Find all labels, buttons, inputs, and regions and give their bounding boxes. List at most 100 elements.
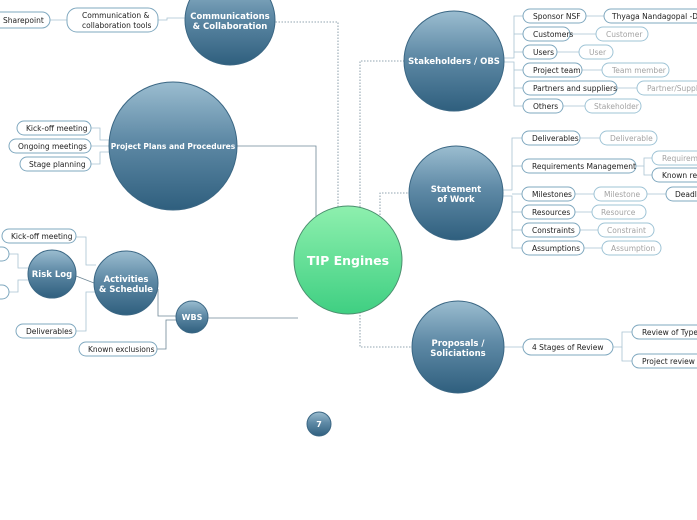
branch-communications-line2: & Collaboration (193, 22, 268, 32)
leaf-constraints-label: Constraints (532, 226, 575, 235)
leaf-project-review[interactable]: Project review (631, 353, 697, 369)
leaf-customer-placeholder[interactable]: Customer (595, 26, 649, 42)
leaf-partner-placeholder[interactable]: Partner/Supplie (636, 80, 697, 96)
leaf-team-member-placeholder-label: Team member (611, 66, 667, 75)
page-number-badge[interactable]: 7 (306, 411, 332, 437)
leaf-assumption-placeholder-label: Assumption (611, 244, 655, 253)
leaf-deadline-label: Deadli (675, 190, 697, 199)
leaf-known-exclusions-label: Known exclusions (88, 345, 155, 354)
leaf-four-stages-review-label: 4 Stages of Review (532, 343, 604, 352)
leaf-stakeholder-placeholder[interactable]: Stakeholder (584, 98, 642, 114)
leaf-activities-deliverables-label: Deliverables (26, 327, 73, 336)
leaf-pp-stage-label: Stage planning (29, 160, 86, 169)
branch-wbs[interactable]: WBS (175, 300, 209, 334)
leaf-risk-item-2[interactable] (0, 284, 10, 300)
leaf-activities-deliverables[interactable]: Deliverables (15, 323, 77, 339)
leaf-others[interactable]: Others (522, 98, 564, 114)
branch-activities-schedule[interactable]: Activities & Schedule (93, 250, 159, 316)
leaf-milestone-placeholder-label: Milestone (604, 190, 640, 199)
leaf-customers-label: Customers (533, 30, 573, 39)
leaf-four-stages-review[interactable]: 4 Stages of Review (522, 338, 614, 356)
leaf-partners-label: Partners and suppliers (533, 84, 617, 93)
leaf-team-member-placeholder[interactable]: Team member (601, 62, 670, 78)
leaf-known-requirements[interactable]: Known req (651, 167, 697, 183)
leaf-sponsor-label: Sponsor NSF (533, 12, 581, 21)
leaf-deliverable-placeholder[interactable]: Deliverable (599, 130, 658, 146)
leaf-sharepoint[interactable]: Sharepoint (0, 11, 51, 29)
leaf-project-team[interactable]: Project team (522, 62, 583, 78)
branch-wbs-label: WBS (182, 313, 203, 322)
leaf-resources[interactable]: Resources (521, 204, 576, 220)
leaf-users[interactable]: Users (522, 44, 558, 60)
leaf-partner-placeholder-label: Partner/Supplie (647, 84, 697, 93)
leaf-sharepoint-label: Sharepoint (3, 16, 44, 25)
leaf-stakeholder-placeholder-label: Stakeholder (594, 102, 640, 111)
leaf-project-review-label: Project review (642, 357, 695, 366)
leaf-sponsor[interactable]: Sponsor NSF (522, 8, 587, 24)
leaf-known-exclusions[interactable]: Known exclusions (78, 341, 158, 357)
leaf-assumptions[interactable]: Assumptions (521, 240, 585, 256)
central-topic-label: TIP Engines (307, 253, 389, 268)
leaf-resource-placeholder-label: Resource (601, 208, 636, 217)
leaf-pp-ongoing[interactable]: Ongoing meetings (8, 138, 92, 154)
leaf-others-label: Others (533, 102, 558, 111)
leaf-pp-ongoing-label: Ongoing meetings (18, 142, 87, 151)
leaf-resource-placeholder[interactable]: Resource (591, 204, 647, 220)
branch-proposals-line1: Proposals / (431, 339, 485, 349)
leaf-activities-kickoff[interactable]: Kick-off meeting (1, 228, 77, 244)
leaf-sponsor-name-label: Thyaga Nandagopal -Divi (611, 12, 697, 21)
leaf-resources-label: Resources (532, 208, 570, 217)
leaf-user-placeholder-label: User (589, 48, 607, 57)
page-number-label: 7 (316, 420, 322, 429)
leaf-pp-kickoff[interactable]: Kick-off meeting (16, 120, 92, 136)
leaf-constraints[interactable]: Constraints (521, 222, 581, 238)
leaf-requirements-management-label: Requirements Management (532, 162, 636, 171)
leaf-requirement-placeholder-label: Requirem (662, 154, 697, 163)
leaf-user-placeholder[interactable]: User (578, 44, 614, 60)
leaf-deliverables[interactable]: Deliverables (521, 130, 581, 146)
leaf-sponsor-name[interactable]: Thyaga Nandagopal -Divi (603, 8, 697, 24)
leaf-constraint-placeholder-label: Constraint (607, 226, 646, 235)
branch-project-plans-label: Project Plans and Procedures (111, 142, 236, 151)
central-topic[interactable]: TIP Engines (293, 205, 403, 315)
branch-sow-line2: of Work (437, 195, 475, 205)
leaf-users-label: Users (533, 48, 554, 57)
leaf-communication-tools[interactable]: Communication & collaboration tools (66, 7, 159, 33)
branch-communications[interactable]: Communications & Collaboration (184, 0, 276, 66)
branch-risk-log[interactable]: Risk Log (27, 249, 77, 299)
branch-activities-line2: & Schedule (99, 285, 153, 295)
leaf-milestones[interactable]: Milestones (521, 186, 576, 202)
leaf-review-type-2[interactable]: Review of Type 2 (631, 324, 697, 340)
branch-stakeholders[interactable]: Stakeholders / OBS (403, 10, 505, 112)
leaf-milestone-placeholder[interactable]: Milestone (593, 186, 648, 202)
leaf-assumption-placeholder[interactable]: Assumption (601, 240, 662, 256)
branch-proposals[interactable]: Proposals / Soliciations (411, 300, 505, 394)
connectors (9, 15, 666, 362)
branch-statement-of-work[interactable]: Statement of Work (408, 145, 504, 241)
leaf-customers[interactable]: Customers (522, 26, 573, 42)
leaf-activities-kickoff-label: Kick-off meeting (11, 232, 73, 241)
leaf-constraint-placeholder[interactable]: Constraint (597, 222, 655, 238)
branch-communications-line1: Communications (190, 12, 270, 22)
leaf-partners[interactable]: Partners and suppliers (522, 80, 618, 96)
leaf-known-requirements-label: Known req (662, 171, 697, 180)
leaf-deadline[interactable]: Deadli (665, 186, 697, 202)
branch-proposals-line2: Soliciations (430, 349, 485, 359)
branch-project-plans[interactable]: Project Plans and Procedures (108, 81, 238, 211)
leaf-comm-tools-line2: collaboration tools (82, 21, 151, 30)
branch-activities-line1: Activities (104, 275, 149, 285)
leaf-requirement-placeholder[interactable]: Requirem (651, 150, 697, 166)
leaf-pp-stage[interactable]: Stage planning (19, 156, 92, 172)
branch-sow-line1: Statement (431, 185, 482, 195)
leaf-review-type-2-label: Review of Type 2 (642, 328, 697, 337)
leaf-comm-tools-line1: Communication & (82, 11, 149, 20)
leaf-risk-item-1[interactable] (0, 246, 10, 262)
leaf-assumptions-label: Assumptions (532, 244, 580, 253)
leaf-requirements-management[interactable]: Requirements Management (521, 158, 637, 174)
leaf-deliverable-placeholder-label: Deliverable (610, 134, 653, 143)
branch-risk-log-label: Risk Log (32, 270, 72, 280)
leaf-milestones-label: Milestones (532, 190, 572, 199)
leaf-customer-placeholder-label: Customer (606, 30, 643, 39)
leaf-deliverables-label: Deliverables (532, 134, 579, 143)
